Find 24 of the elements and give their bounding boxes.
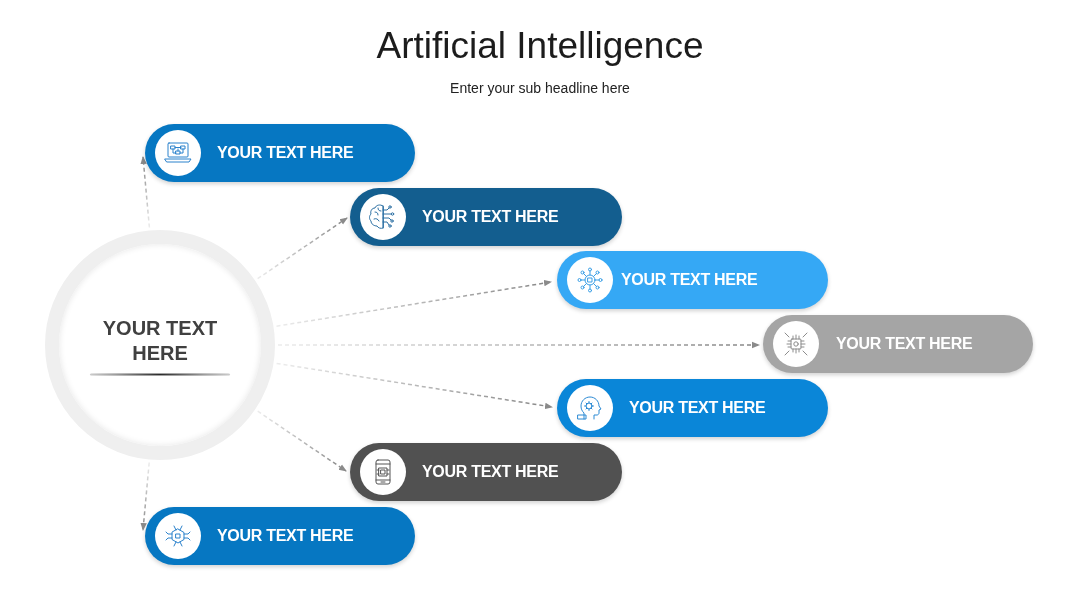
pill-banner [350,188,622,246]
pill-banner [557,379,828,437]
dashed-arrow [275,279,552,327]
pill-banner [557,251,828,309]
dashed-arrow [140,461,150,531]
dashed-arrow [256,410,347,472]
pill-text: YOUR TEXT HERE [629,398,766,418]
pill-text: YOUR TEXT HERE [422,462,559,482]
pill-text: YOUR TEXT HERE [621,270,758,290]
pill-banner [145,507,415,565]
pill-text: YOUR TEXT HERE [217,526,354,546]
dashed-arrow [275,362,553,410]
subtitle: Enter your sub headline here [450,79,630,97]
hub-text: YOUR TEXT HERE [101,316,219,366]
pill-banner [145,124,415,182]
pill-banner [763,315,1033,373]
dashed-arrow [277,341,760,349]
pill-text: YOUR TEXT HERE [422,207,559,227]
dashed-arrow [256,217,348,280]
pill-banner [350,443,622,501]
pill-text: YOUR TEXT HERE [836,334,973,354]
pill-text: YOUR TEXT HERE [217,143,354,163]
title: Artificial Intelligence [376,24,704,68]
dashed-arrow [140,156,151,229]
